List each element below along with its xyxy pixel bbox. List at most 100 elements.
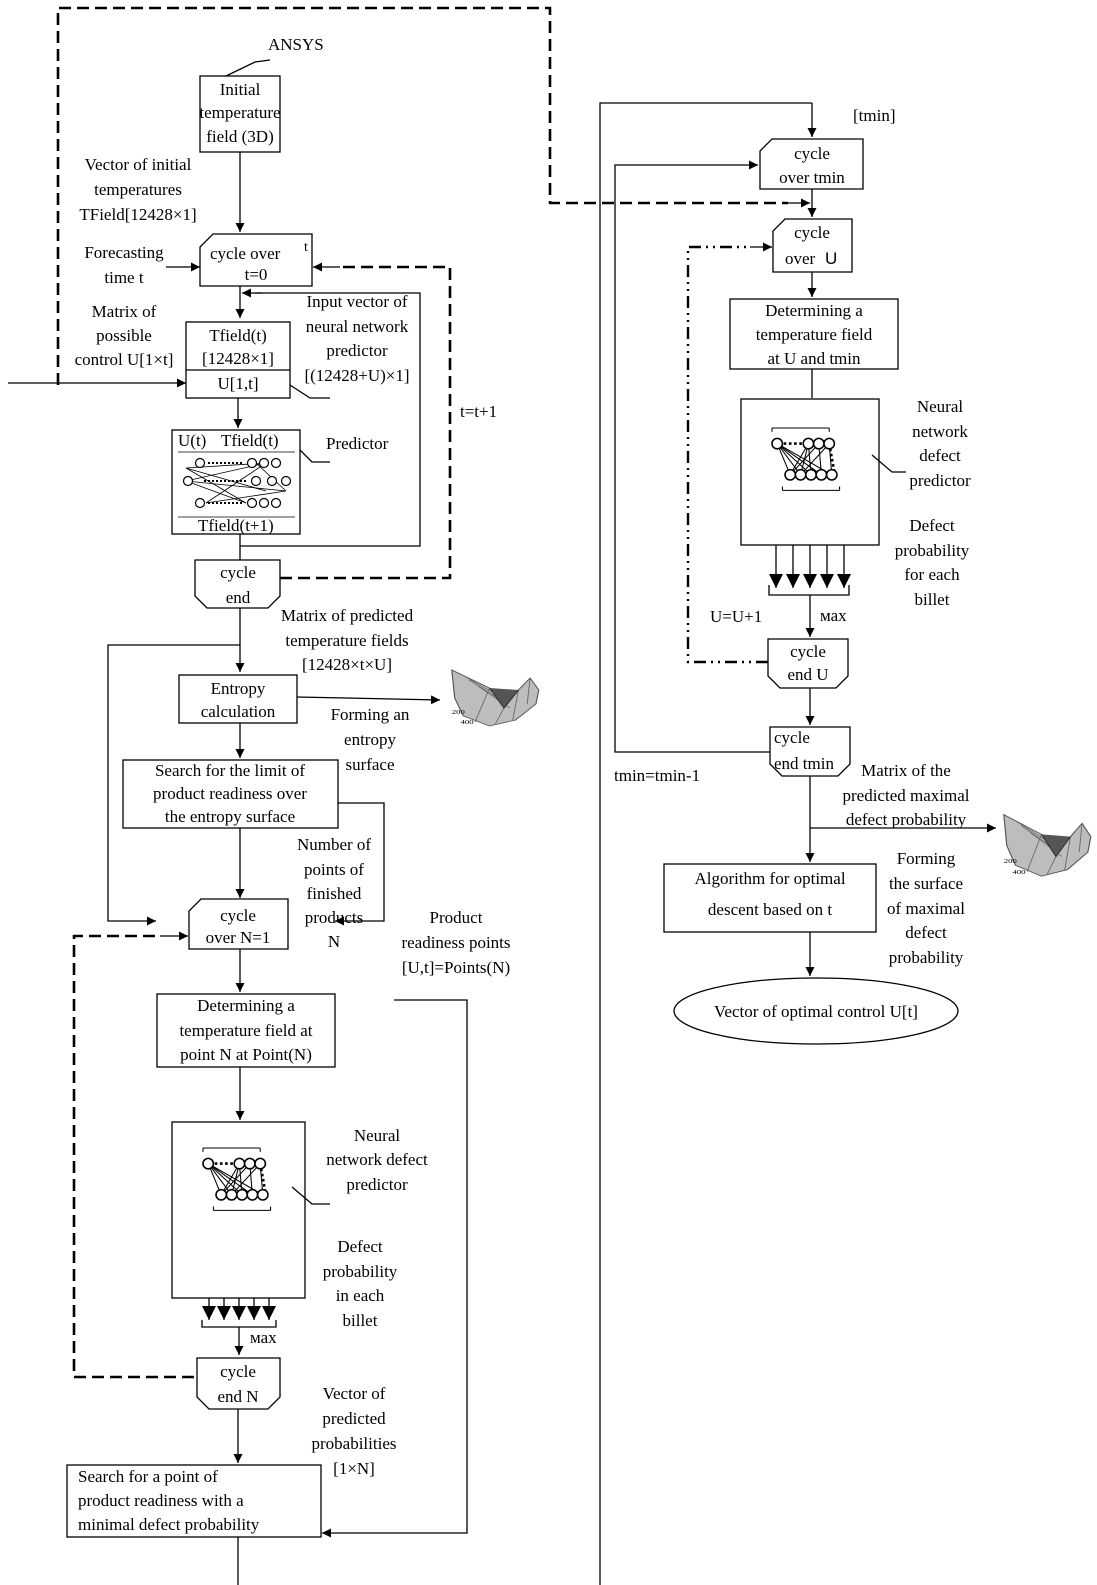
maximal-surface-thumbnail <box>1003 813 1092 877</box>
predictor-box: U(t) Tfield(t) Tfield(t+1) <box>171 429 301 535</box>
svg-text:over N=1: over N=1 <box>206 928 271 947</box>
svg-text:Defect: Defect <box>337 1237 383 1256</box>
svg-text:U: U <box>825 249 837 268</box>
cycle-over-tmin: cycle over tmin <box>759 138 864 190</box>
optimal-control-terminal: Vector of optimal control U[t] <box>673 977 959 1045</box>
svg-text:billet: billet <box>343 1311 378 1330</box>
svg-text:Tfield(t): Tfield(t) <box>221 431 279 450</box>
svg-text:descent based on t: descent based on t <box>708 900 832 919</box>
svg-text:probability: probability <box>889 948 964 967</box>
ansys-label-group: ANSYS <box>225 35 324 77</box>
svg-text:Entropy: Entropy <box>211 679 266 698</box>
svg-text:at U and tmin: at U and tmin <box>767 349 861 368</box>
cycle-end-t: cycle end <box>194 559 281 609</box>
svg-text:end N: end N <box>217 1387 258 1406</box>
svg-text:entropy: entropy <box>344 730 396 749</box>
algorithm-box: Algorithm for optimal descent based on t <box>663 863 877 933</box>
svg-text:points of: points of <box>304 860 364 879</box>
svg-text:surface: surface <box>345 755 394 774</box>
cycle-end-u: cycle end U <box>767 638 849 689</box>
svg-text:cycle: cycle <box>790 642 826 661</box>
nn-defect-predictor-left <box>171 1121 306 1299</box>
svg-text:temperature field: temperature field <box>756 325 873 344</box>
svg-text:[12428×1]: [12428×1] <box>202 349 274 368</box>
svg-text:over: over <box>785 249 816 268</box>
svg-text:product readiness over: product readiness over <box>153 784 307 803</box>
search-point-box: Search for a point of product readiness … <box>66 1464 322 1538</box>
svg-text:cycle: cycle <box>220 906 256 925</box>
svg-text:Determining a: Determining a <box>197 996 295 1015</box>
defect-prob-left-label: Defect probability in each billet <box>323 1237 398 1330</box>
svg-text:possible: possible <box>96 326 152 345</box>
svg-text:control U[1×t]: control U[1×t] <box>75 350 174 369</box>
svg-text:Vector of optimal control U[t]: Vector of optimal control U[t] <box>714 1002 918 1021</box>
svg-text:Initial: Initial <box>220 80 261 99</box>
svg-text:Matrix of: Matrix of <box>92 302 157 321</box>
entropy-surface-thumbnail <box>451 669 540 727</box>
svg-text:cycle: cycle <box>794 223 830 242</box>
svg-text:t: t <box>304 240 308 255</box>
svg-text:Matrix of predicted: Matrix of predicted <box>281 606 414 625</box>
svg-text:for each: for each <box>904 565 960 584</box>
predictor-label: Predictor <box>326 434 389 453</box>
svg-text:time t: time t <box>104 268 143 287</box>
cycle-end-tmin: cycle end tmin <box>769 726 851 777</box>
svg-text:the surface: the surface <box>889 874 963 893</box>
t-increment-label: t=t+1 <box>460 402 497 421</box>
nn-defect-left-label: Neural network defect predictor <box>291 1126 428 1205</box>
svg-text:[1×N]: [1×N] <box>333 1459 375 1478</box>
svg-text:Search for a point of: Search for a point of <box>78 1467 218 1486</box>
predictor-network-icon <box>182 457 292 509</box>
svg-text:finished: finished <box>307 884 362 903</box>
determining-n-box: Determining a temperature field at point… <box>156 993 336 1068</box>
forecasting-time-label: Forecasting time t <box>84 243 164 287</box>
svg-text:Vector of: Vector of <box>323 1384 386 1403</box>
svg-text:[12428×t×U]: [12428×t×U] <box>302 655 392 674</box>
svg-text:predictor: predictor <box>909 471 971 490</box>
cycle-over-u: cycle over U <box>772 218 853 273</box>
vector-predicted-label: Vector of predicted probabilities [1×N] <box>312 1384 397 1478</box>
svg-text:Vector of initial: Vector of initial <box>85 155 192 174</box>
svg-text:Algorithm for optimal: Algorithm for optimal <box>694 869 845 888</box>
svg-text:Product: Product <box>430 908 483 927</box>
svg-text:cycle: cycle <box>220 1362 256 1381</box>
svg-text:over tmin: over tmin <box>779 168 845 187</box>
svg-text:product readiness with a: product readiness with a <box>78 1491 244 1510</box>
tmin-decrement-label: tmin=tmin-1 <box>614 766 700 785</box>
svg-text:Tfield(t+1): Tfield(t+1) <box>198 516 274 535</box>
svg-text:network: network <box>912 422 968 441</box>
defect-arrows-left <box>201 1298 277 1328</box>
svg-text:temperature: temperature <box>199 103 280 122</box>
svg-text:[(12428+U)×1]: [(12428+U)×1] <box>304 366 409 385</box>
matrix-predicted-label: Matrix of predicted temperature fields [… <box>281 606 414 674</box>
svg-text:t=0: t=0 <box>245 265 268 284</box>
svg-text:probability: probability <box>895 541 970 560</box>
svg-text:predictor: predictor <box>346 1175 408 1194</box>
svg-text:predicted maximal: predicted maximal <box>843 786 970 805</box>
svg-text:Neural: Neural <box>917 397 964 416</box>
matrix-possible-label: Matrix of possible control U[1×t] <box>75 302 174 369</box>
svg-text:end: end <box>226 588 251 607</box>
svg-text:Neural: Neural <box>354 1126 401 1145</box>
max-left-label: мах <box>250 1328 277 1347</box>
cycle-over-t: cycle over t t=0 <box>199 233 313 287</box>
svg-text:probabilities: probabilities <box>312 1434 397 1453</box>
nn-defect-predictor-right <box>740 398 880 546</box>
svg-text:Number of: Number of <box>297 835 371 854</box>
svg-text:billet: billet <box>915 590 950 609</box>
svg-text:defect: defect <box>905 923 947 942</box>
svg-text:the entropy surface: the entropy surface <box>165 807 295 826</box>
svg-text:Matrix of the: Matrix of the <box>861 761 951 780</box>
svg-text:end tmin: end tmin <box>774 754 834 773</box>
svg-text:defect probability: defect probability <box>846 810 967 829</box>
nn-defect-right-label: Neural network defect predictor <box>871 397 971 490</box>
forming-surface-label: Forming the surface of maximal defect pr… <box>887 849 965 967</box>
svg-text:Input vector of: Input vector of <box>306 292 407 311</box>
forming-entropy-label: Forming an entropy surface <box>331 705 410 774</box>
tmin-bracket-label: [tmin] <box>853 106 896 125</box>
svg-text:temperature fields: temperature fields <box>285 631 408 650</box>
svg-text:N: N <box>328 932 340 951</box>
svg-text:Tfield(t): Tfield(t) <box>209 326 267 345</box>
svg-text:Determining a: Determining a <box>765 301 863 320</box>
svg-text:Forecasting: Forecasting <box>84 243 164 262</box>
